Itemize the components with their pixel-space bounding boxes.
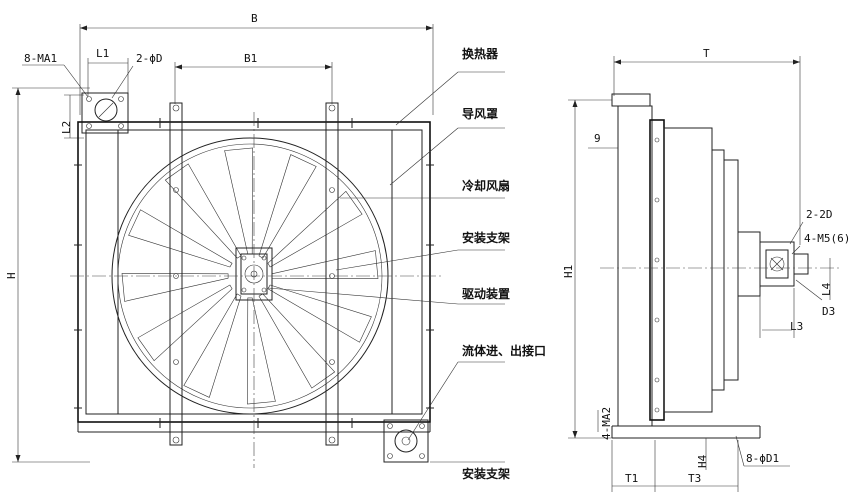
callout-leaders (267, 71, 505, 463)
dim-9-label: 9 (594, 132, 601, 145)
dim-B-label: B (251, 12, 258, 25)
callout-fluid-port: 流体进、出接口 (462, 343, 546, 358)
dim-T: T (613, 47, 801, 245)
dim-B1: B1 (174, 52, 333, 104)
label-2-phid: 2-ϕD (136, 52, 163, 65)
side-body (611, 93, 761, 439)
dim-L3-label: L3 (790, 320, 803, 333)
support-brackets (169, 102, 339, 446)
fan-blade (128, 209, 233, 268)
fan-blade (267, 190, 363, 268)
fan-blade (137, 284, 233, 362)
dim-T1-label: T1 (625, 472, 638, 485)
fan-blade (267, 284, 372, 343)
bottom-dims: T1 T3 H4 8-ϕD1 (611, 435, 790, 492)
callout-mounting-bracket-bottom: 安装支架 (462, 466, 510, 481)
dim-T-label: T (703, 47, 710, 60)
dim-B1-label: B1 (244, 52, 257, 65)
callout-mounting-bracket: 安装支架 (462, 230, 510, 245)
side-drive (759, 241, 809, 287)
callout-heat-exchanger: 换热器 (462, 46, 499, 61)
dim-L1-label: L1 (96, 47, 109, 60)
dim-8-phid1-label: 8-ϕD1 (746, 452, 779, 465)
dim-L2-label: L2 (60, 121, 73, 134)
dim-D3-label: D3 (822, 305, 835, 318)
fan-blade (258, 293, 336, 389)
fan-blade (247, 297, 276, 405)
dim-L2: L2 (60, 94, 84, 139)
fan-blade (121, 273, 229, 302)
fan-blade (258, 154, 317, 259)
fan-blade (271, 250, 379, 279)
dim-H1-label: H1 (562, 265, 575, 278)
fan-blade (164, 163, 242, 259)
fluid-port-flange (383, 419, 429, 463)
top-left-flange (81, 92, 129, 134)
dim-B: B (79, 12, 434, 115)
dim-H-label: H (5, 272, 18, 279)
dim-T3-label: T3 (688, 472, 701, 485)
fan-blade (183, 293, 242, 398)
callout-cooling-fan: 冷却风扇 (462, 178, 510, 193)
dim-L4-label: L4 (820, 282, 833, 296)
front-view: B B1 L1 8-MA1 2-ϕD L2 (5, 12, 546, 481)
dim-H4-label: H4 (696, 454, 709, 468)
dim-H1: H1 (562, 99, 612, 439)
callout-air-guide-hood: 导风罩 (462, 106, 498, 121)
dim-L1: L1 (87, 47, 129, 96)
dim-4-m5-label: 4-M5(6) (804, 232, 850, 245)
dim-H: H (5, 87, 90, 463)
dim-2-2d-label: 2-2D (806, 208, 833, 221)
fan-blade (224, 147, 253, 255)
side-view: T H1 9 4-MA2 (562, 47, 850, 492)
label-8-ma1: 8-MA1 (24, 52, 57, 65)
callout-drive-device: 驱动装置 (462, 286, 510, 301)
dim-4-ma2-label: 4-MA2 (600, 407, 613, 440)
